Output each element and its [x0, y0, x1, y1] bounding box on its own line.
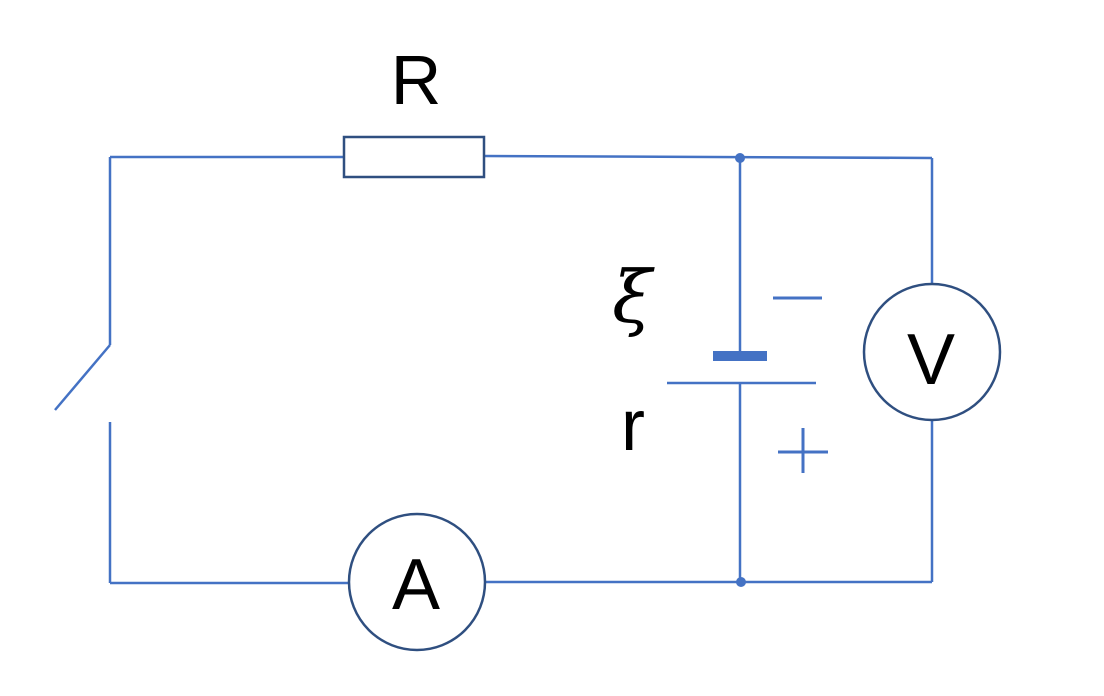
wire-top-right	[483, 154, 933, 160]
voltmeter-label: V	[907, 320, 955, 400]
junction-bottom	[736, 577, 746, 587]
ammeter	[347, 512, 487, 652]
ammeter-label: A	[392, 545, 440, 625]
resistor-label: R	[391, 41, 442, 119]
emf-label: ξ	[612, 255, 655, 339]
switch	[54, 344, 111, 411]
internal-resistance-label: r	[621, 386, 645, 466]
resistor	[342, 135, 486, 179]
battery-negative-plate	[713, 351, 767, 361]
junction-top	[735, 153, 745, 163]
voltmeter	[862, 282, 1002, 422]
